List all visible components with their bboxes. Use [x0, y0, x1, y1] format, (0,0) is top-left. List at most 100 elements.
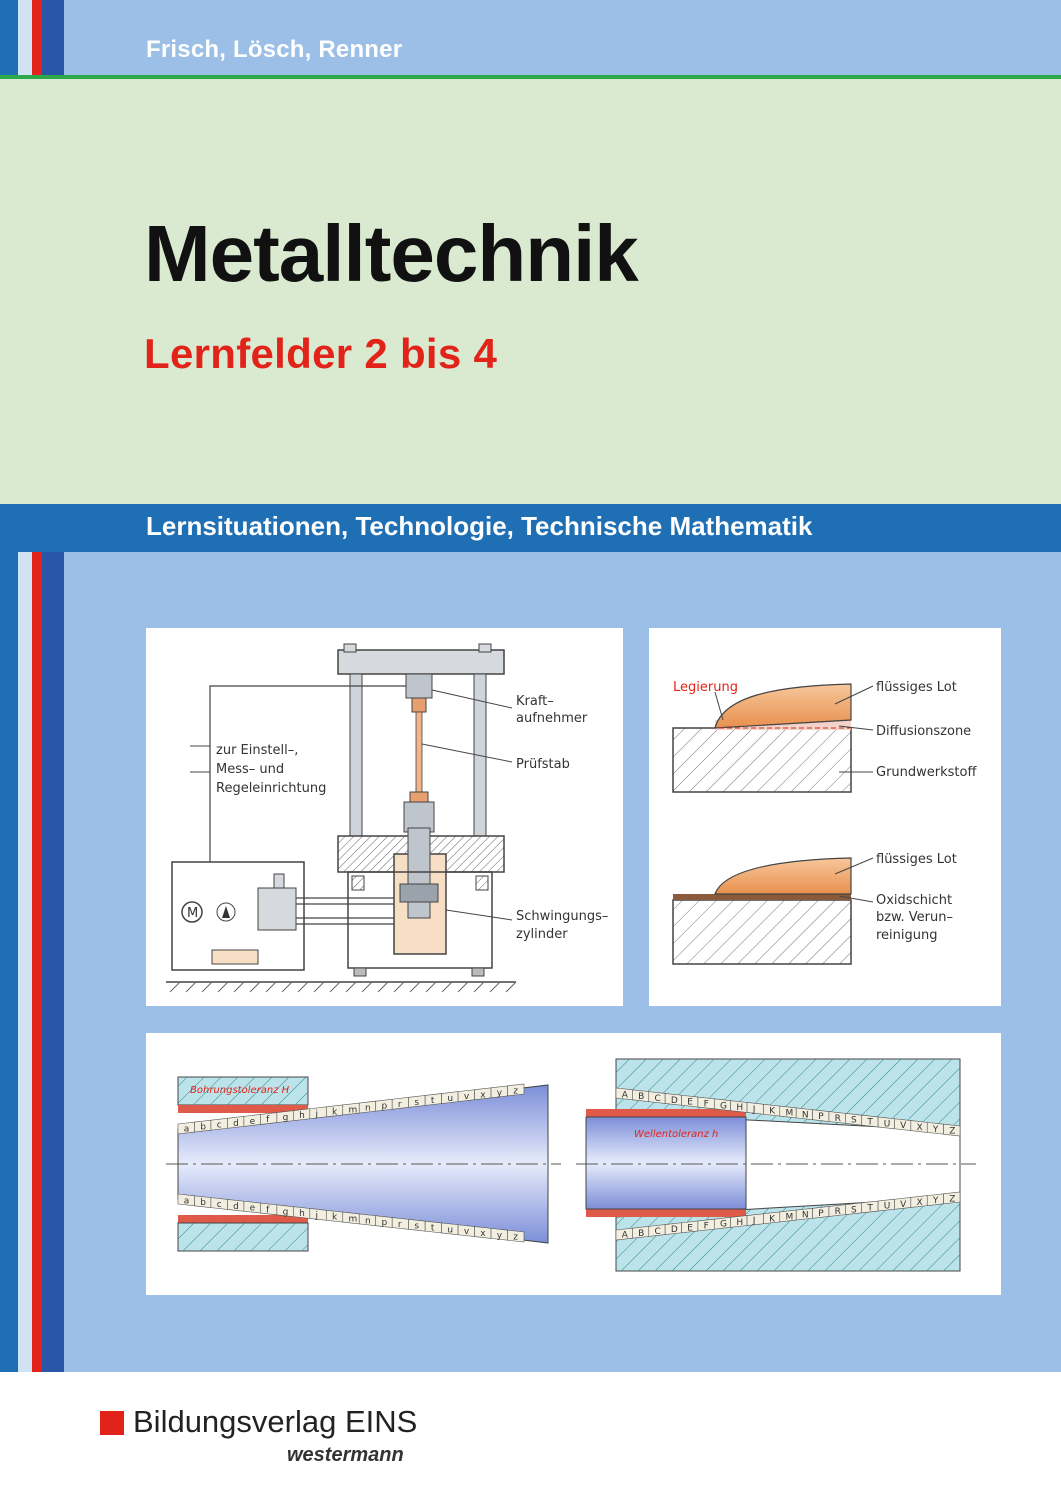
tolerance-letter: t: [431, 1224, 435, 1234]
solder-figure: Legierung flüssiges Lot Diffusionszone G…: [649, 628, 1001, 1006]
tolerance-letter: t: [431, 1096, 435, 1106]
tolerance-letter: M: [786, 1213, 794, 1223]
tolerance-letter: h: [299, 1209, 305, 1219]
tolerance-letter: a: [184, 1125, 190, 1135]
tolerance-letter: F: [704, 1099, 709, 1109]
publisher-imprint: westermann: [287, 1444, 404, 1466]
tolerance-letter: A: [622, 1090, 629, 1100]
label-liquid-solder-1: flüssiges Lot: [876, 680, 957, 695]
tolerance-letter: s: [414, 1098, 419, 1108]
tolerance-letter: r: [398, 1220, 402, 1230]
label-control-1: zur Einstell–,: [216, 743, 298, 758]
tolerance-cell: [943, 1123, 961, 1137]
tolerance-letter: h: [299, 1111, 305, 1121]
publisher-logo-square: [100, 1411, 124, 1435]
tolerance-letter: j: [315, 1109, 319, 1119]
tolerance-letter: V: [900, 1121, 907, 1131]
tolerance-letter: J: [752, 1216, 756, 1226]
tolerance-letter: y: [497, 1231, 503, 1241]
tolerance-letter: g: [283, 1207, 289, 1217]
tolerance-letter: C: [654, 1094, 660, 1104]
left-stripe-navy-2: [42, 552, 64, 1372]
label-hole-tolerance: Bohrungstoleranz H: [190, 1085, 290, 1096]
tolerance-letter: D: [671, 1096, 678, 1106]
tolerance-letter: J: [752, 1105, 756, 1115]
tolerance-letter: P: [818, 1209, 824, 1219]
left-stripe-light-2: [18, 552, 32, 1372]
tolerance-letter: z: [513, 1233, 518, 1243]
tolerance-letter: p: [381, 1102, 387, 1112]
tolerance-letter: E: [687, 1223, 693, 1233]
tolerance-letter: x: [480, 1229, 486, 1239]
label-control-3: Regeleinrichtung: [216, 781, 326, 796]
tolerance-letter: E: [687, 1098, 693, 1108]
tolerance-letter: z: [513, 1086, 518, 1096]
tolerance-letter: u: [447, 1094, 453, 1104]
solder-drawing: Legierung flüssiges Lot Diffusionszone G…: [672, 680, 977, 965]
tolerance-letter: X: [917, 1198, 923, 1208]
label-oxide-2: bzw. Verun–: [876, 910, 953, 925]
tolerance-letter: N: [802, 1110, 809, 1120]
tolerance-letter: T: [866, 1118, 873, 1128]
title-band: [0, 79, 1061, 504]
tolerance-letter: X: [917, 1123, 923, 1133]
label-diffusion: Diffusionszone: [876, 724, 971, 739]
tolerance-cell: [507, 1229, 525, 1243]
left-stripe-red-2: [32, 552, 42, 1372]
tolerance-letter: G: [720, 1220, 727, 1230]
left-stripe-blue: [0, 0, 18, 75]
tolerance-letter: H: [736, 1218, 743, 1228]
publisher-name: Bildungsverlag EINS: [133, 1404, 418, 1439]
tolerance-letter: V: [900, 1200, 907, 1210]
tolerance-letter: a: [184, 1196, 190, 1206]
tolerance-letter: P: [818, 1112, 824, 1122]
motor-symbol: M: [187, 906, 198, 921]
label-control-2: Mess– und: [216, 762, 284, 777]
tolerance-letter: S: [851, 1205, 857, 1215]
tolerance-letter: K: [769, 1107, 776, 1117]
tolerance-letter: s: [414, 1222, 419, 1232]
tolerance-letter: G: [720, 1101, 727, 1111]
tolerance-letter: n: [365, 1216, 371, 1226]
tolerance-letter: u: [447, 1225, 453, 1235]
book-title: Metalltechnik: [144, 209, 639, 298]
tolerance-letter: d: [233, 1202, 239, 1212]
tolerance-cell: [943, 1191, 961, 1205]
tolerance-letter: D: [671, 1225, 678, 1235]
left-stripe-blue-2: [0, 552, 18, 1372]
tolerance-letter: n: [365, 1104, 371, 1114]
left-stripe-light: [18, 0, 32, 75]
tolerance-letter: y: [497, 1088, 503, 1098]
tolerance-letter: U: [884, 1202, 891, 1212]
label-oxide-1: Oxidschicht: [876, 893, 952, 908]
press-drawing: M zu: [166, 643, 608, 993]
tolerance-letter: A: [622, 1231, 629, 1241]
tolerance-letter: Y: [932, 1125, 939, 1135]
book-subtitle: Lernfelder 2 bis 4: [144, 330, 498, 377]
tolerance-letter: k: [332, 1213, 338, 1223]
tolerance-letter: c: [217, 1200, 222, 1210]
label-cylinder-2: zylinder: [516, 927, 568, 942]
tolerance-letter: v: [464, 1092, 470, 1102]
label-force-1: Kraft–: [516, 694, 554, 709]
label-force-2: aufnehmer: [516, 711, 588, 726]
label-oxide-3: reinigung: [876, 928, 938, 943]
left-stripe-navy: [42, 0, 64, 75]
tolerance-letter: H: [736, 1103, 743, 1113]
tolerance-letter: e: [250, 1204, 256, 1214]
tolerance-letter: Y: [932, 1196, 939, 1206]
tolerance-letter: e: [250, 1117, 256, 1127]
tolerance-letter: x: [480, 1090, 486, 1100]
tolerance-letter: g: [283, 1113, 289, 1123]
tolerance-letter: R: [835, 1114, 841, 1124]
label-specimen: Prüfstab: [516, 757, 570, 772]
tolerance-letter: S: [851, 1116, 857, 1126]
tolerance-letter: v: [464, 1227, 470, 1237]
tolerance-letter: m: [349, 1106, 358, 1116]
tolerance-letter: K: [769, 1214, 776, 1224]
press-figure: M zu: [146, 628, 623, 1006]
label-cylinder-1: Schwingungs–: [516, 909, 608, 924]
tolerance-letter: R: [835, 1207, 841, 1217]
